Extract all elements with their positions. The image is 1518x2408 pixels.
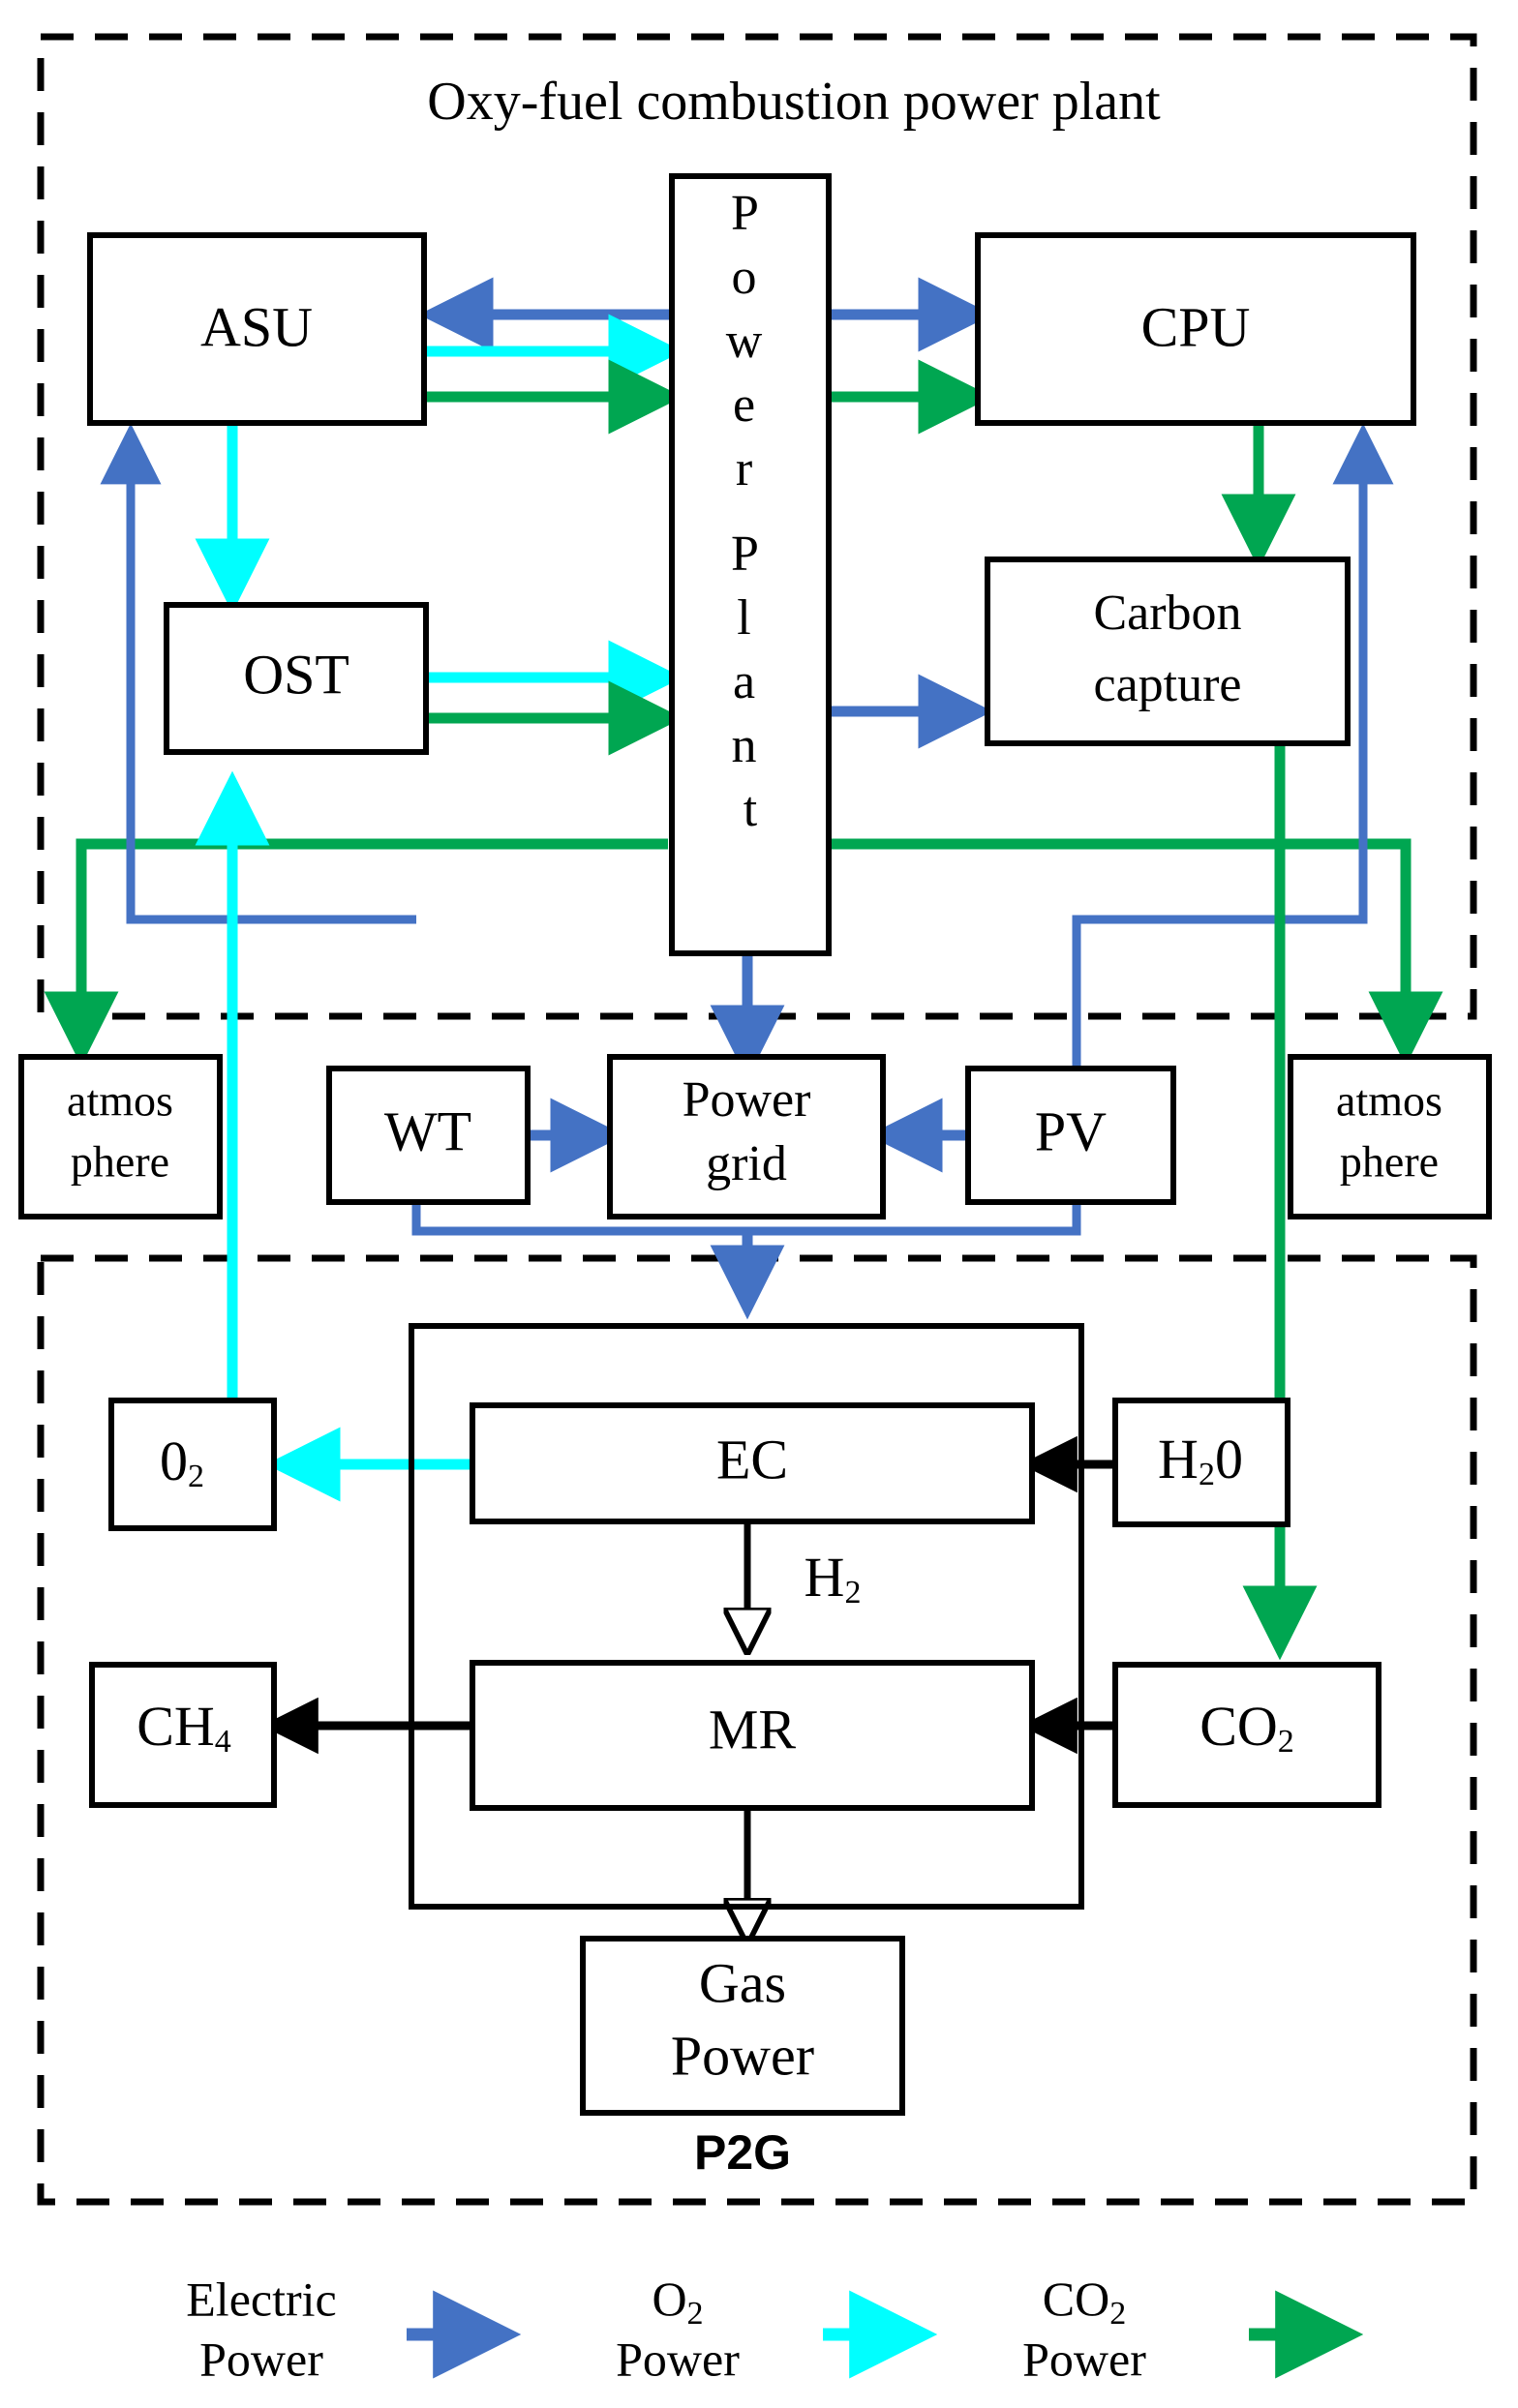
node-atmosphere-right[interactable]: atmos phere (1288, 1054, 1492, 1219)
flow-powerplant-to-right-atmosphere-co2 (829, 838, 1443, 1067)
legend-o2-label-1: O2 (652, 2272, 703, 2331)
node-h2o[interactable]: H20 (1112, 1398, 1290, 1527)
node-power-plant-label: P o w e r P l a n t (726, 186, 775, 837)
p2g-inner-container (409, 1323, 1084, 1910)
node-ec-label: EC (716, 1428, 788, 1490)
node-atmosphere-right-label-2: phere (1340, 1137, 1439, 1187)
node-atmosphere-left[interactable]: atmos phere (18, 1054, 223, 1219)
node-ch4-label: CH4 (137, 1695, 231, 1759)
flow-grid-to-cpu-electric (1072, 423, 1394, 1099)
node-gas-power-label-1: Gas (699, 1951, 786, 2014)
node-carbon-capture-label-2: capture (1093, 657, 1241, 712)
p2g-group-label: P2G (694, 2125, 791, 2180)
node-power-grid-label-2: grid (706, 1136, 787, 1191)
legend-item-o2-power: O2 Power (616, 2272, 938, 2386)
node-wt-label: WT (384, 1099, 471, 1162)
node-atmosphere-right-label-1: atmos (1336, 1076, 1442, 1126)
node-o2-product[interactable]: 02 (108, 1398, 277, 1531)
node-ost[interactable]: OST (164, 602, 429, 755)
oxyfuel-group-border (37, 33, 1477, 1020)
node-carbon-capture[interactable]: Carbon capture (985, 557, 1351, 746)
node-mr[interactable]: MR (470, 1660, 1035, 1811)
legend-co2-label-1: CO2 (1043, 2272, 1126, 2331)
legend-item-electric-power: Electric Power (186, 2272, 522, 2386)
node-asu-label: ASU (200, 295, 313, 358)
node-wt[interactable]: WT (326, 1066, 531, 1205)
node-power-grid-label-1: Power (683, 1072, 811, 1128)
node-ost-label: OST (243, 643, 349, 706)
node-pv[interactable]: PV (965, 1066, 1176, 1205)
node-power-grid[interactable]: Power grid (607, 1054, 886, 1219)
node-h2o-label: H20 (1158, 1428, 1243, 1491)
node-asu[interactable]: ASU (87, 232, 427, 426)
node-cpu-label: CPU (1141, 295, 1251, 358)
node-carbon-capture-label-1: Carbon (1093, 586, 1241, 641)
node-power-plant[interactable]: P o w e r P l a n t (669, 173, 832, 956)
legend-item-co2-power: CO2 Power (1022, 2272, 1364, 2386)
legend-electric-label-2: Power (199, 2332, 323, 2386)
label-h2: H2 (805, 1546, 862, 1610)
node-atmosphere-left-label-1: atmos (67, 1076, 173, 1126)
legend-co2-label-2: Power (1022, 2332, 1146, 2386)
node-pv-label: PV (1035, 1099, 1107, 1162)
diagram-title: Oxy-fuel combustion power plant (427, 72, 1161, 132)
flow-powergrid-bus-to-p2g-electric (411, 1221, 1081, 1236)
legend: Electric Power O2 Power CO2 Power (186, 2272, 1364, 2386)
legend-electric-label-1: Electric (186, 2272, 336, 2326)
node-co2-store-label: CO2 (1199, 1695, 1294, 1759)
node-cpu[interactable]: CPU (975, 232, 1416, 426)
node-ch4[interactable]: CH4 (89, 1662, 277, 1808)
node-ec[interactable]: EC (470, 1402, 1035, 1524)
node-mr-label: MR (709, 1698, 797, 1761)
node-gas-power[interactable]: Gas Power (580, 1936, 905, 2116)
node-atmosphere-left-label-2: phere (71, 1137, 169, 1187)
flow-grid-to-asu-electric (100, 423, 416, 924)
node-gas-power-label-2: Power (671, 2024, 814, 2087)
node-o2-product-label: 02 (160, 1430, 204, 1493)
flow-powerplant-to-left-atmosphere-co2 (44, 838, 668, 1067)
legend-o2-label-2: Power (616, 2332, 740, 2386)
node-co2-store[interactable]: CO2 (1112, 1662, 1381, 1808)
